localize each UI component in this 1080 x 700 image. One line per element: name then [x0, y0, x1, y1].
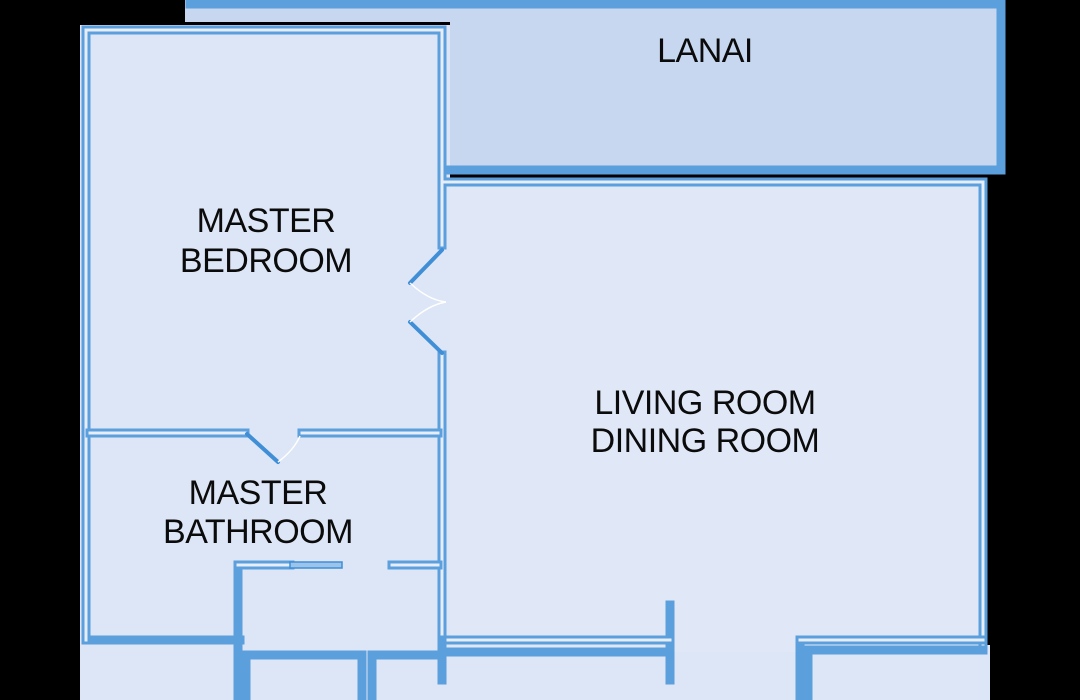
master-bathroom-label-line1: MASTER [189, 474, 328, 512]
lanai-label: LANAI [657, 32, 753, 70]
living-room-label-line2: DINING ROOM [591, 422, 820, 460]
lanai-area [185, 0, 1003, 166]
outer-walls-core [84, 28, 985, 647]
bathroom-sliding-door [289, 561, 343, 569]
master-bedroom-label-line1: MASTER [197, 202, 336, 240]
bedroom-door [408, 248, 447, 355]
living-room-floor [450, 182, 983, 652]
bathroom-inner-walls [233, 560, 447, 700]
bathroom-door [245, 432, 301, 464]
master-bathroom-label-line2: BATHROOM [163, 513, 353, 551]
living-room-bottom-walls [443, 600, 988, 700]
master-bedroom-label-line2: BEDROOM [180, 242, 352, 280]
living-room-label-line1: LIVING ROOM [594, 384, 815, 422]
